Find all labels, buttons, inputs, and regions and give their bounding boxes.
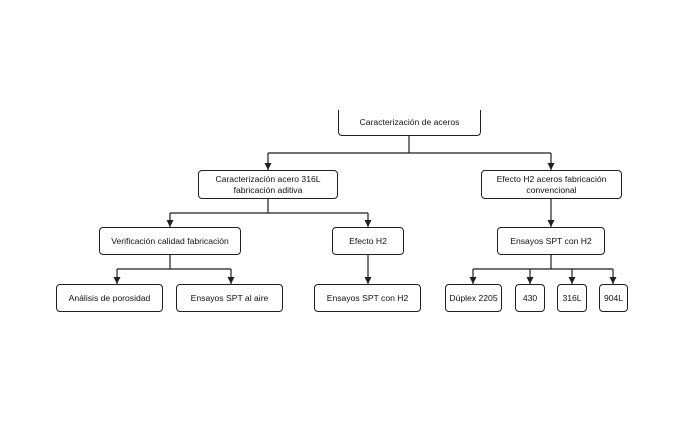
node-spt-conventional: Ensayos SPT con H2: [497, 227, 605, 255]
node-conventional: Efecto H2 aceros fabricación convenciona…: [481, 170, 622, 199]
node-430: 430: [515, 284, 545, 312]
node-duplex-label: Dúplex 2205: [449, 292, 498, 303]
node-316l-label: 316L: [562, 292, 582, 303]
node-h2-effect-label: Efecto H2: [349, 235, 387, 246]
node-root-label: Caracterización de aceros: [359, 117, 460, 128]
node-spt-h2-additive-label: Ensayos SPT con H2: [326, 292, 409, 303]
node-spt-conventional-label: Ensayos SPT con H2: [510, 235, 592, 246]
node-porosity-label: Análisis de porosidad: [68, 292, 151, 303]
node-conventional-label: Efecto H2 aceros fabricación convenciona…: [496, 174, 607, 195]
node-904l-label: 904L: [603, 292, 624, 303]
node-porosity: Análisis de porosidad: [56, 284, 163, 312]
node-904l: 904L: [599, 284, 628, 312]
node-additive-label: Caracterización acero 316L fabricación a…: [215, 174, 321, 195]
node-additive: Caracterización acero 316L fabricación a…: [198, 170, 338, 199]
node-spt-h2-additive: Ensayos SPT con H2: [314, 284, 421, 312]
node-quality-label: Verificación calidad fabricación: [111, 235, 229, 246]
node-quality: Verificación calidad fabricación: [99, 227, 241, 255]
node-316l: 316L: [557, 284, 587, 312]
node-spt-air-label: Ensayos SPT al aire: [190, 292, 269, 303]
node-spt-air: Ensayos SPT al aire: [176, 284, 283, 312]
node-h2-effect: Efecto H2: [332, 227, 404, 255]
node-430-label: 430: [522, 292, 538, 303]
node-root: Caracterización de aceros: [338, 110, 481, 136]
node-duplex: Dúplex 2205: [445, 284, 502, 312]
